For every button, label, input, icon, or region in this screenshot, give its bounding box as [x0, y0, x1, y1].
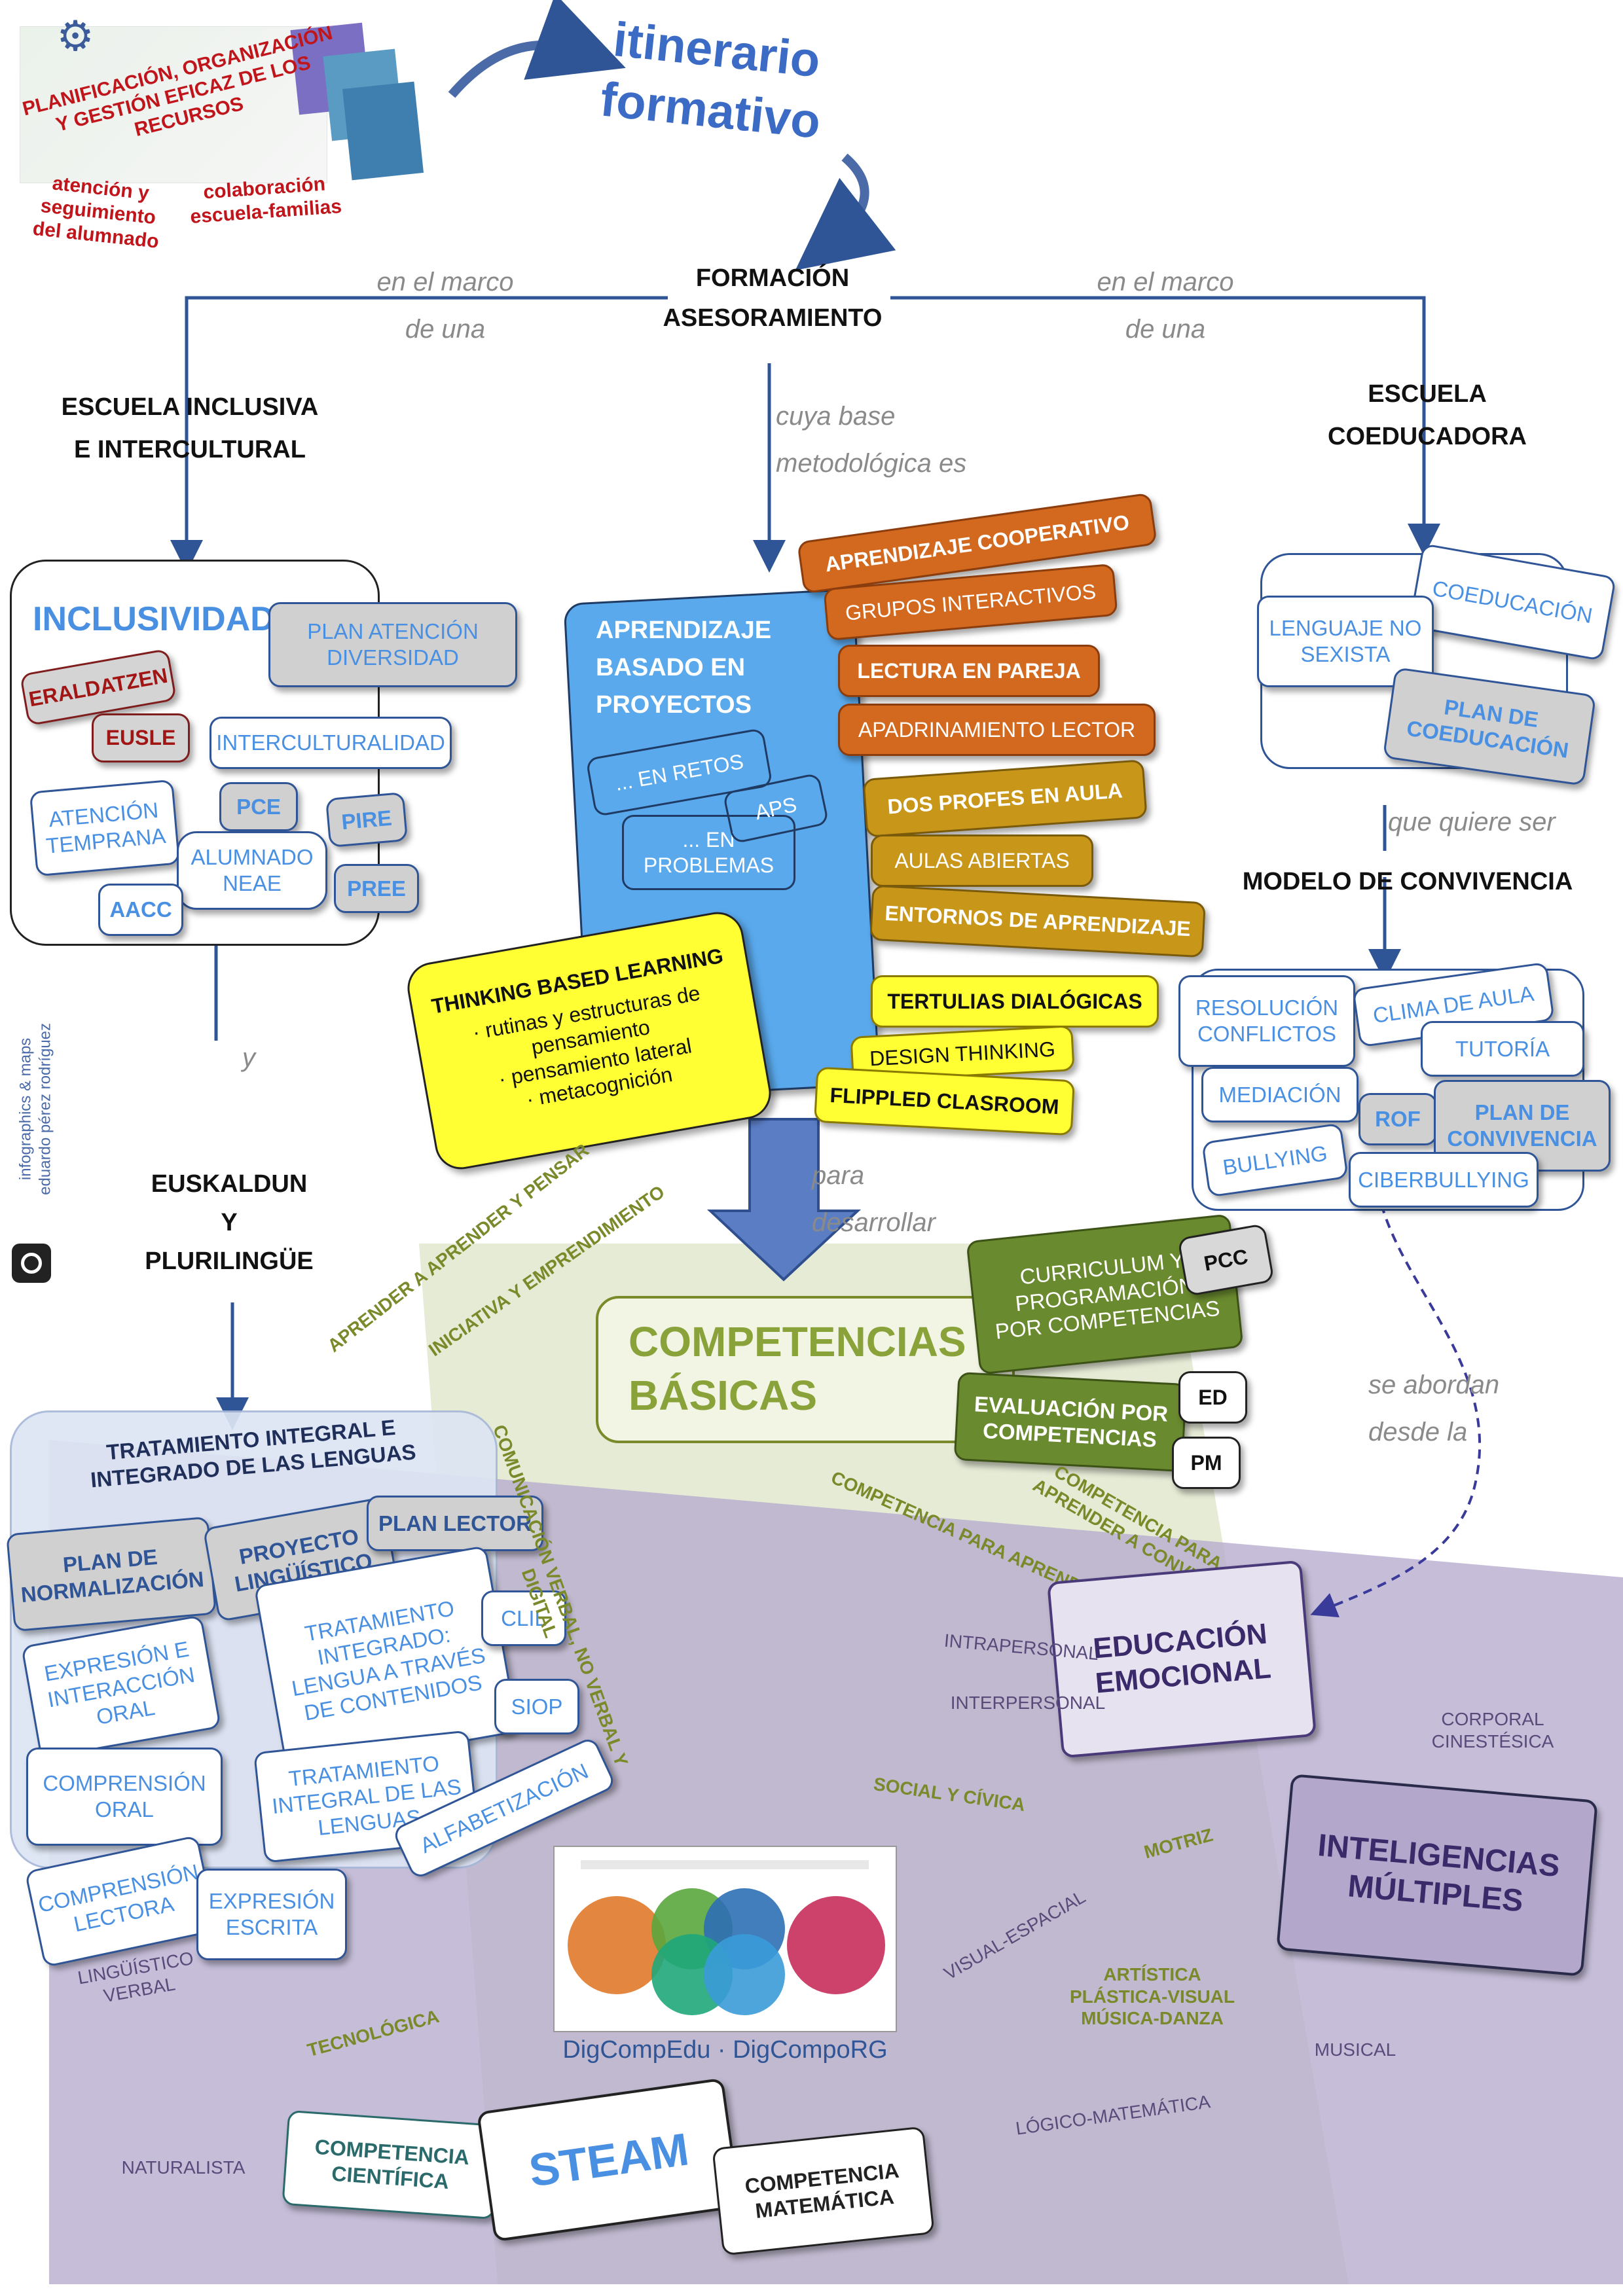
competencia-cientifica: COMPETENCIA CIENTÍFICA: [282, 2109, 501, 2220]
camera-icon: [12, 1244, 51, 1283]
corporal: CORPORAL CINESTÉSICA: [1431, 1709, 1554, 1751]
competencias-box: [596, 1296, 1015, 1443]
pce-label: PCE: [219, 782, 298, 831]
digcomp-caption: DigCompEdu · DigCompoRG: [562, 2036, 888, 2064]
inclusividad-heading: INCLUSIVIDAD: [33, 600, 275, 638]
ed-badge: ED: [1178, 1371, 1247, 1424]
connector-y: y: [242, 1043, 255, 1072]
connector-quiere: que quiere ser: [1388, 808, 1556, 836]
book-cover-3: [342, 81, 424, 181]
evaluacion-card: EVALUACIÓN POR COMPETENCIAS: [953, 1371, 1188, 1473]
pire-label: PIRE: [325, 791, 409, 848]
connector-abordan: se abordan desde la: [1368, 1371, 1500, 1446]
coed-title: ESCUELA COEDUCADORA: [1328, 380, 1527, 450]
languages-title: EUSKALDUN Y PLURILINGÜE: [145, 1170, 314, 1275]
plan-normalizacion: PLAN DE NORMALIZACIÓN: [6, 1516, 217, 1632]
competencia-matematica: COMPETENCIA MATEMÁTICA: [712, 2126, 935, 2256]
pm-badge: PM: [1172, 1437, 1241, 1489]
problemas-label: ... EN PROBLEMAS: [622, 815, 795, 890]
credits-line2: eduardo pérez rodríguez: [36, 1022, 54, 1195]
connector-left: en el marco de una: [376, 268, 514, 344]
digcomp-diagram: [553, 1846, 897, 2032]
tutoria-label: TUTORÍA: [1421, 1021, 1584, 1077]
method-item-tertulias: TERTULIAS DIALÓGICAS: [871, 975, 1159, 1028]
school-photo: [20, 26, 327, 183]
method-item-lectura: LECTURA EN PAREJA: [838, 645, 1100, 697]
intro-left: atención y seguimiento del alumnado: [31, 172, 160, 253]
alumnado-neae-label: ALUMNADO NEAE: [177, 831, 327, 910]
ciberbullying-label: CIBERBULLYING: [1349, 1152, 1539, 1208]
center-title: FORMACIÓN ASESORAMIENTO: [663, 264, 883, 332]
clil-label: CLIL: [481, 1590, 566, 1646]
connector-lines: [185, 296, 1426, 1404]
artistica: ARTÍSTICA PLÁSTICA-VISUAL MÚSICA-DANZA: [1070, 1964, 1235, 2029]
expresion-escrita: EXPRESIÓN ESCRITA: [196, 1869, 347, 1960]
method-item-aulas: AULAS ABIERTAS: [871, 834, 1093, 887]
connector-para: para desarrollar: [812, 1161, 936, 1237]
comprension-oral: COMPRENSIÓN ORAL: [26, 1748, 223, 1846]
musical: MUSICAL: [1314, 2039, 1396, 2060]
pree-label: PREE: [334, 864, 419, 913]
gear-icon: ⚙: [56, 12, 94, 60]
intro-collage: ⚙ PLANIFICACIÓN, ORGANIZACIÓN Y GESTIÓN …: [13, 12, 439, 253]
naturalista: NATURALISTA: [121, 2157, 246, 2178]
inclusive-title: ESCUELA INCLUSIVA E INTERCULTURAL: [61, 393, 319, 463]
competencias-title: COMPETENCIAS BÁSICAS: [629, 1318, 966, 1419]
rof-label: ROF: [1359, 1093, 1437, 1145]
big-down-arrow: [706, 1118, 862, 1282]
modelo-convivencia: MODELO DE CONVIVENCIA: [1242, 868, 1573, 895]
eusle-label: EUSLE: [92, 713, 190, 762]
lenguaje-label: LENGUAJE NO SEXISTA: [1257, 596, 1434, 687]
interculturalidad-label: INTERCULTURALIDAD: [210, 717, 452, 769]
interpersonal: INTERPERSONAL: [950, 1693, 1106, 1713]
connector-center: cuya base metodológica es: [776, 402, 967, 478]
connector-right: en el marco de una: [1097, 268, 1234, 344]
digcomp-wheels: [568, 1860, 885, 2015]
method-item-apadrinamiento: APADRINAMIENTO LECTOR: [838, 704, 1156, 756]
siop-label: SIOP: [494, 1679, 579, 1734]
atencion-temprana-label: ATENCIÓN TEMPRANA: [29, 779, 181, 877]
plan-atencion-diversidad: PLAN ATENCIÓN DIVERSIDAD: [268, 602, 517, 687]
aacc-label: AACC: [98, 884, 183, 936]
itinerary-title: itinerario formativo: [598, 11, 824, 149]
mediacion-label: MEDIACIÓN: [1201, 1067, 1359, 1122]
resolucion-label: RESOLUCIÓN CONFLICTOS: [1178, 975, 1355, 1067]
inteligencias-multiples: INTELIGENCIAS MÚLTIPLES: [1276, 1774, 1598, 1977]
credits-line1: infographics & maps: [16, 1037, 35, 1181]
abp-title: APRENDIZAJE BASADO EN PROYECTOS: [596, 617, 772, 719]
